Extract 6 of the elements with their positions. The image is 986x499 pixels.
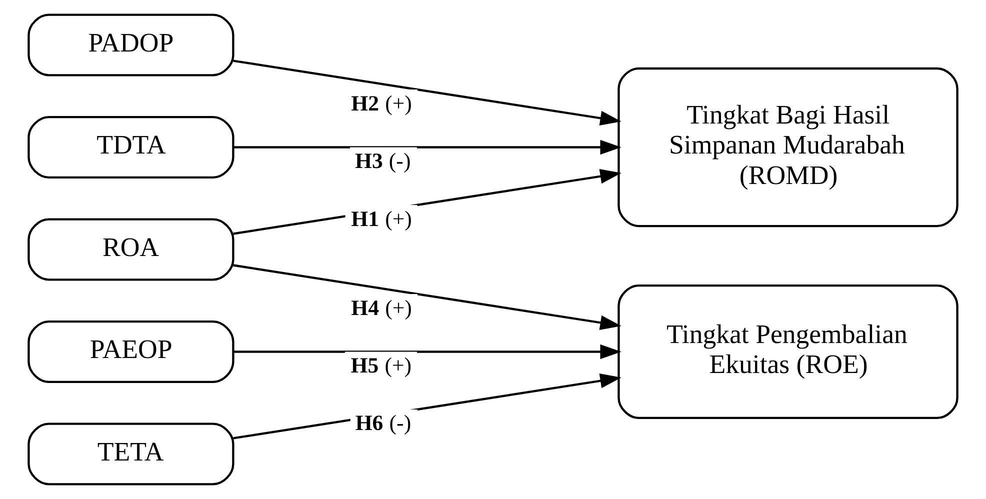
edge-label: H4 (+) xyxy=(351,296,412,320)
edge-label: H6 (-) xyxy=(355,411,412,436)
edge-label: H1 (+) xyxy=(351,206,412,231)
edge-label: H3 (-) xyxy=(355,149,411,174)
edge-label: H5 (+) xyxy=(350,354,412,378)
edge-label: H2 (+) xyxy=(351,91,412,116)
